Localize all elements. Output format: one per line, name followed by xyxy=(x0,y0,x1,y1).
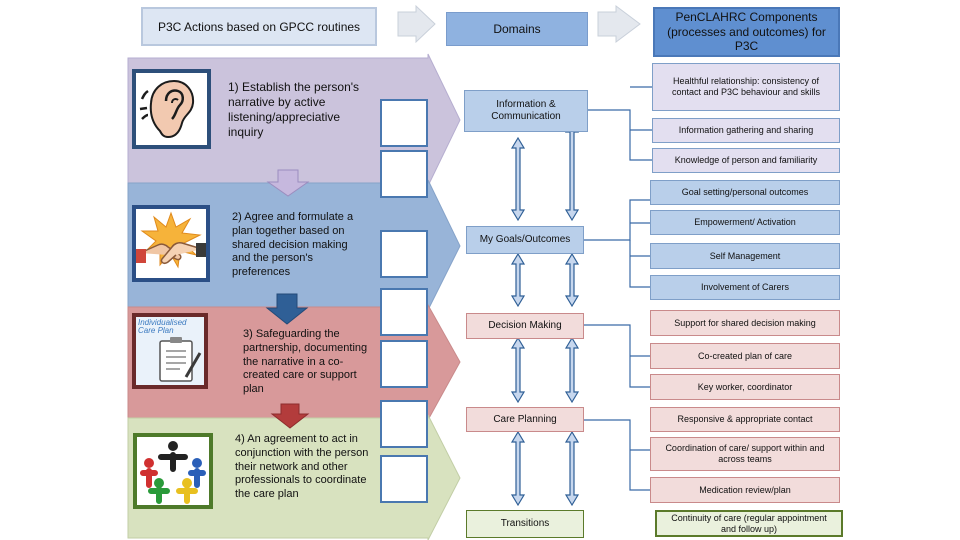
action-2-blank-box xyxy=(380,230,428,278)
domain-decision-making: Decision Making xyxy=(466,313,584,339)
component-empowerment: Empowerment/ Activation xyxy=(650,210,840,235)
domain-my-goals-outcomes: My Goals/Outcomes xyxy=(466,226,584,254)
action-3-blank-box-top xyxy=(380,288,428,336)
component-involvement-of-carers: Involvement of Carers xyxy=(650,275,840,300)
action-2-icon-frame xyxy=(132,205,210,282)
component-information-gathering: Information gathering and sharing xyxy=(652,118,840,143)
action-2-blank-box-top xyxy=(380,150,428,198)
action-1-text: 1) Establish the person's narrative by a… xyxy=(228,80,360,139)
component-responsive-contact: Responsive & appropriate contact xyxy=(650,407,840,432)
domain-double-arrows xyxy=(510,120,580,507)
action-1-icon-frame xyxy=(132,69,211,149)
action-1-blank-box xyxy=(380,99,428,147)
component-self-management: Self Management xyxy=(650,243,840,269)
component-knowledge-of-person: Knowledge of person and familiarity xyxy=(652,148,840,173)
domain-transitions: Transitions xyxy=(466,510,584,538)
header-arrow-2 xyxy=(597,5,641,43)
component-key-worker: Key worker, coordinator xyxy=(650,374,840,400)
component-goal-setting: Goal setting/personal outcomes xyxy=(650,180,840,205)
header-components: PenCLAHRC Components (processes and outc… xyxy=(653,7,840,57)
action-3-blank-box xyxy=(380,340,428,388)
header-domains: Domains xyxy=(446,12,588,46)
header-actions: P3C Actions based on GPCC routines xyxy=(141,7,377,46)
domain-information-communication: Information & Communication xyxy=(464,90,588,132)
down-arrow-1 xyxy=(266,169,310,197)
down-arrow-2 xyxy=(265,293,309,325)
action-3-text: 3) Safeguarding the partnership, documen… xyxy=(243,328,368,395)
care-plan-caption: Individualised Care Plan xyxy=(138,318,187,336)
component-coordination-of-care: Coordination of care/ support within and… xyxy=(650,437,840,471)
action-3-icon-frame: Individualised Care Plan xyxy=(132,313,208,389)
component-shared-decision-support: Support for shared decision making xyxy=(650,310,840,336)
handshake-icon xyxy=(136,211,206,269)
ear-icon xyxy=(139,79,195,139)
component-medication-review: Medication review/plan xyxy=(650,477,840,503)
action-4-blank-box xyxy=(380,455,428,503)
down-arrow-3 xyxy=(270,403,310,429)
component-continuity-of-care: Continuity of care (regular appointment … xyxy=(655,510,843,537)
action-4-icon-frame xyxy=(133,433,213,509)
domain-care-planning: Care Planning xyxy=(466,407,584,432)
care-plan-icon xyxy=(159,337,202,382)
action-4-blank-box-top xyxy=(380,400,428,448)
action-4-text: 4) An agreement to act in conjunction wi… xyxy=(235,433,369,500)
component-co-created-plan: Co-created plan of care xyxy=(650,343,840,369)
component-healthful-relationship: Healthful relationship: consistency of c… xyxy=(652,63,840,111)
header-arrow-1 xyxy=(397,4,436,44)
people-circle-icon xyxy=(140,441,206,504)
connector-lines xyxy=(570,86,652,491)
action-2-text: 2) Agree and formulate a plan together b… xyxy=(232,211,354,278)
